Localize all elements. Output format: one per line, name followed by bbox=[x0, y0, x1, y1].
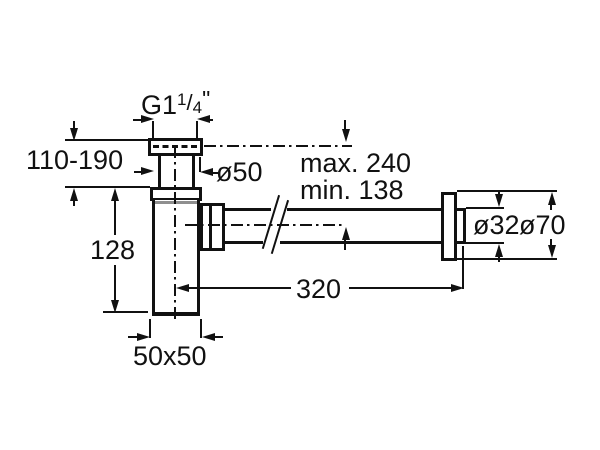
dim-body-size-ext-right bbox=[199, 319, 202, 338]
dim-rosette-ext-bottom bbox=[457, 257, 557, 260]
dim-body-size-shaft-right bbox=[213, 336, 223, 338]
dim-thread-ext-left bbox=[151, 121, 154, 138]
dim-depth-arrow-up bbox=[341, 226, 350, 240]
height-range-label: 110-190 bbox=[26, 145, 124, 175]
dim-body-height-arrow-up bbox=[110, 188, 119, 201]
dim-thread-ext-right bbox=[196, 121, 199, 138]
dim-body-height-arrow-down bbox=[110, 299, 119, 313]
thread-size-label: G11/4" bbox=[141, 86, 211, 120]
dim-body-height-ext-bottom bbox=[103, 310, 148, 313]
dim-length-arrow-right bbox=[450, 283, 464, 292]
dim-pipe-dia-shaft-top bbox=[497, 190, 500, 196]
dim-height-ext-bottom bbox=[65, 186, 150, 188]
dim-thread-shaft-left bbox=[133, 118, 142, 121]
dim-height-leader-arrow bbox=[140, 167, 154, 176]
pipe-break-slash-1 bbox=[261, 195, 281, 249]
outlet-nut bbox=[199, 203, 225, 251]
rosette-diameter-label: ø70 bbox=[519, 210, 566, 240]
dim-body-height-line-bottom bbox=[113, 265, 116, 301]
seal-ring bbox=[155, 200, 197, 204]
dim-body-size-arrow-left bbox=[136, 332, 150, 341]
dim-length-ext bbox=[462, 246, 465, 289]
outlet-length-label: 320 bbox=[296, 274, 342, 304]
dim-height-ext-top bbox=[65, 138, 148, 141]
dim-body-size-arrow-right bbox=[201, 332, 215, 341]
dim-body-size-shaft-left bbox=[128, 336, 138, 338]
dim-depth-shaft-bottom bbox=[343, 239, 346, 250]
depth-min-label: min. 138 bbox=[300, 175, 404, 205]
dim-flange-dia-ext bbox=[198, 157, 201, 172]
dim-thread-arrow-left bbox=[140, 115, 154, 124]
dim-flange-dia-arrow bbox=[199, 168, 213, 177]
dim-pipe-dia-arrow-up bbox=[495, 243, 504, 257]
dim-rosette-shaft-bottom bbox=[550, 239, 553, 245]
dim-rosette-shaft-top bbox=[550, 204, 553, 210]
dim-rosette-ext-top bbox=[457, 190, 557, 193]
pipe-diameter-label: ø32 bbox=[473, 210, 520, 240]
inlet-centerline bbox=[204, 144, 352, 147]
depth-max-label: max. 240 bbox=[300, 148, 412, 178]
body-size-label: 50x50 bbox=[133, 341, 207, 371]
drain-pipe-bottom-edge-left bbox=[224, 240, 263, 244]
dim-height-shaft-bottom bbox=[72, 199, 75, 206]
dim-height-arrow-up bbox=[69, 188, 78, 201]
inlet-pipe bbox=[158, 155, 195, 188]
dim-length-line-right bbox=[349, 287, 451, 290]
dim-rosette-arrow-down bbox=[547, 244, 556, 258]
dim-rosette-arrow-up bbox=[547, 192, 556, 206]
dim-body-size-ext-left bbox=[149, 319, 152, 338]
dim-pipe-dia-ext-bottom bbox=[466, 241, 504, 244]
dim-depth-arrow-down bbox=[341, 129, 350, 143]
dim-height-arrow-down bbox=[69, 127, 78, 141]
dim-length-arrow-left bbox=[176, 283, 190, 292]
dim-flange-dia-shaft bbox=[212, 171, 218, 174]
outlet-nut-edge bbox=[209, 204, 212, 250]
wall-pipe-stub bbox=[454, 207, 466, 244]
dim-thread-arrow-right bbox=[196, 115, 210, 124]
body-collar bbox=[149, 186, 202, 201]
dim-height-shaft-top bbox=[72, 121, 75, 129]
dim-height-leader-shaft bbox=[133, 170, 142, 173]
pipe-centerline bbox=[185, 223, 344, 226]
dim-length-line-left bbox=[188, 287, 291, 290]
drain-pipe-bottom-edge-right bbox=[279, 240, 443, 244]
dim-body-height-line-top bbox=[113, 199, 116, 235]
flange-diameter-label: ø50 bbox=[216, 157, 263, 187]
drain-pipe-top-edge-left bbox=[224, 207, 271, 211]
trap-centerline bbox=[173, 146, 176, 322]
dim-pipe-dia-arrow-down bbox=[495, 193, 504, 207]
dim-depth-shaft-top bbox=[343, 120, 346, 130]
dim-pipe-dia-ext-top bbox=[466, 206, 504, 209]
trap-body bbox=[152, 200, 200, 316]
body-height-label: 128 bbox=[90, 235, 136, 265]
drain-pipe-top-edge-right bbox=[287, 207, 443, 211]
